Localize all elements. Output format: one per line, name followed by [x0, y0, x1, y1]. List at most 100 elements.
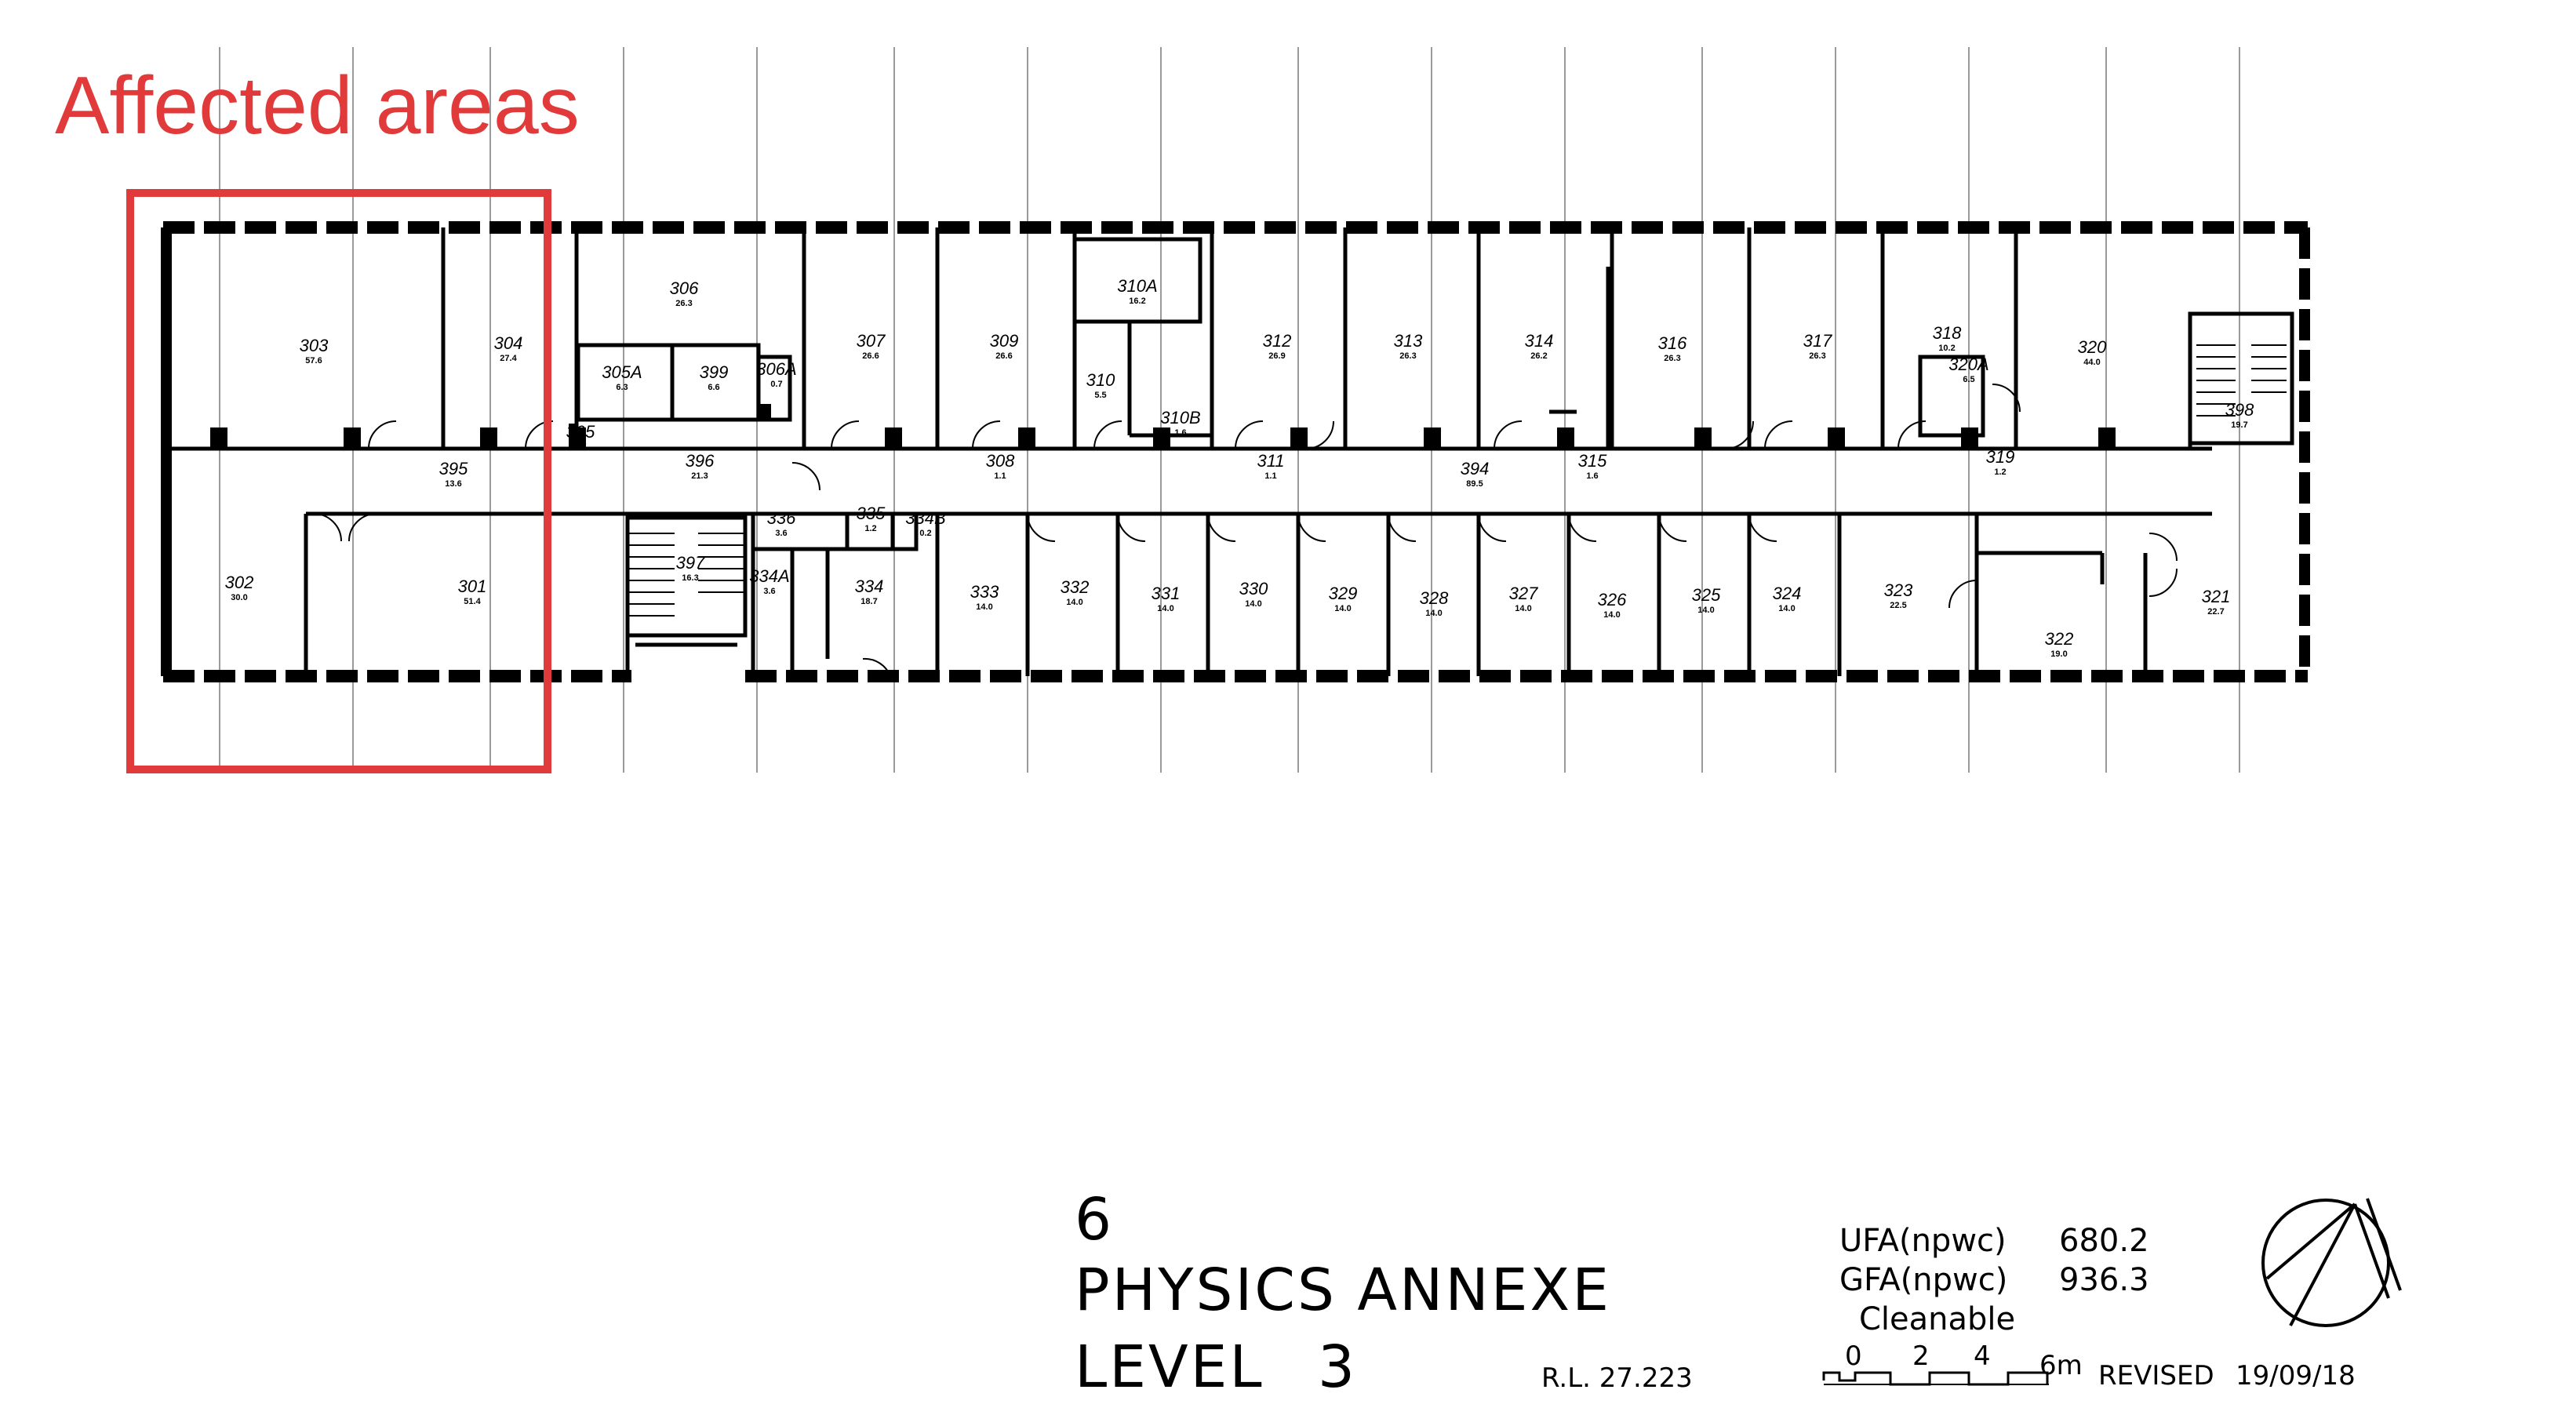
room-number-335: 335: [857, 504, 886, 523]
room-area-303: 57.6: [305, 356, 322, 366]
room-area-332: 14.0: [1066, 598, 1082, 607]
scale-tick-6m: 6m: [2039, 1350, 2083, 1381]
room-area-331: 14.0: [1157, 604, 1173, 613]
room-area-329: 14.0: [1334, 604, 1351, 613]
building-name: PHYSICS ANNEXE: [1075, 1257, 1611, 1324]
room-number-322: 322: [2045, 629, 2074, 649]
room-area-397: 16.3: [682, 573, 698, 583]
outer-walls: [161, 221, 2310, 682]
room-area-304: 27.4: [500, 354, 517, 363]
revised-date: 19/09/18: [2236, 1360, 2356, 1391]
room-area-307: 26.6: [862, 351, 879, 361]
room-area-330: 14.0: [1245, 599, 1261, 609]
room-number-310A: 310A: [1117, 276, 1157, 296]
building-number: 6: [1075, 1186, 1114, 1253]
room-area-399: 6.6: [708, 383, 719, 392]
room-area-333: 14.0: [976, 602, 992, 612]
room-area-319: 1.2: [1994, 467, 2006, 477]
room-number-323: 323: [1884, 580, 1913, 600]
room-number-316: 316: [1658, 333, 1687, 353]
room-area-314: 26.2: [1530, 351, 1547, 361]
gfa-label: GFA(npwc): [1839, 1262, 2007, 1298]
room-area-323: 22.5: [1890, 601, 1906, 610]
room-number-319: 319: [1986, 447, 2015, 467]
room-number-306A: 306A: [756, 359, 796, 379]
interior-walls: [166, 227, 2294, 676]
room-area-316: 26.3: [1664, 354, 1680, 363]
room-number-318: 318: [1933, 323, 1962, 343]
room-area-310B: 1.6: [1174, 428, 1186, 438]
room-number-397: 397: [676, 553, 705, 573]
columns: [210, 404, 2116, 449]
level-number: 3: [1318, 1333, 1357, 1401]
room-number-315: 315: [1578, 451, 1607, 471]
room-number-320A: 320A: [1948, 355, 1988, 374]
room-number-398: 398: [2225, 400, 2254, 420]
room-area-322: 19.0: [2050, 649, 2067, 659]
affected-areas-label: Affected areas: [55, 60, 580, 151]
room-number-312: 312: [1263, 331, 1292, 351]
room-number-333: 333: [970, 582, 999, 602]
room-number-324: 324: [1773, 584, 1802, 603]
room-area-308: 1.1: [994, 471, 1006, 481]
revised-label: REVISED: [2098, 1360, 2214, 1391]
room-number-334: 334: [855, 577, 884, 596]
room-area-320: 44.0: [2083, 358, 2100, 367]
scale-tick-0: 0: [1845, 1341, 1862, 1372]
room-number-396: 396: [686, 451, 715, 471]
title-block: 6 PHYSICS ANNEXE LEVEL 3 R.L. 27.223: [1075, 1186, 1693, 1401]
room-area-306A: 0.7: [770, 380, 782, 389]
room-number-310B: 310B: [1160, 408, 1200, 427]
room-number-334B: 334B: [905, 508, 945, 528]
room-area-317: 26.3: [1809, 351, 1825, 361]
room-number-305: 305: [566, 422, 595, 442]
room-number-317: 317: [1803, 331, 1832, 351]
room-number-302: 302: [225, 573, 254, 592]
room-number-330: 330: [1239, 579, 1268, 598]
room-area-324: 14.0: [1778, 604, 1795, 613]
room-area-309: 26.6: [995, 351, 1012, 361]
room-number-394: 394: [1461, 459, 1490, 478]
room-area-315: 1.6: [1586, 471, 1598, 481]
room-labels: 30357.630427.430230.030151.439513.63050.…: [225, 276, 2254, 659]
room-number-331: 331: [1152, 584, 1181, 603]
room-area-320A: 6.5: [1963, 375, 1974, 384]
room-number-332: 332: [1061, 577, 1090, 597]
room-area-305A: 6.3: [616, 383, 628, 392]
room-number-305A: 305A: [602, 362, 642, 382]
room-area-326: 14.0: [1603, 610, 1620, 620]
room-number-311: 311: [1257, 451, 1284, 471]
room-area-335: 1.2: [864, 524, 876, 533]
room-area-395: 13.6: [445, 479, 461, 489]
room-number-314: 314: [1525, 331, 1554, 351]
room-number-395: 395: [439, 459, 468, 478]
room-area-313: 26.3: [1399, 351, 1416, 361]
room-area-311: 1.1: [1264, 471, 1276, 481]
room-area-328: 14.0: [1425, 609, 1442, 618]
room-area-334B: 0.2: [919, 529, 931, 538]
room-number-309: 309: [990, 331, 1019, 351]
room-number-328: 328: [1420, 588, 1449, 608]
level-word: LEVEL: [1075, 1333, 1264, 1401]
room-area-396: 21.3: [691, 471, 708, 481]
room-number-320: 320: [2078, 337, 2107, 357]
room-area-325: 14.0: [1697, 606, 1714, 615]
room-number-326: 326: [1598, 590, 1627, 609]
room-area-306: 26.3: [675, 299, 692, 308]
room-area-310: 5.5: [1094, 391, 1106, 400]
room-number-301: 301: [458, 577, 487, 596]
door-swings: [313, 384, 2178, 677]
room-number-310: 310: [1086, 370, 1115, 390]
room-number-306: 306: [670, 278, 699, 298]
ufa-label: UFA(npwc): [1839, 1223, 2007, 1259]
room-area-334: 18.7: [860, 597, 877, 606]
scale-tick-2: 2: [1912, 1341, 1930, 1372]
room-number-304: 304: [494, 333, 523, 353]
room-area-321: 22.7: [2207, 607, 2224, 617]
room-area-334A: 3.6: [763, 587, 775, 596]
room-area-301: 51.4: [464, 597, 481, 606]
room-number-334A: 334A: [749, 566, 789, 586]
room-number-307: 307: [857, 331, 886, 351]
room-number-329: 329: [1329, 584, 1358, 603]
